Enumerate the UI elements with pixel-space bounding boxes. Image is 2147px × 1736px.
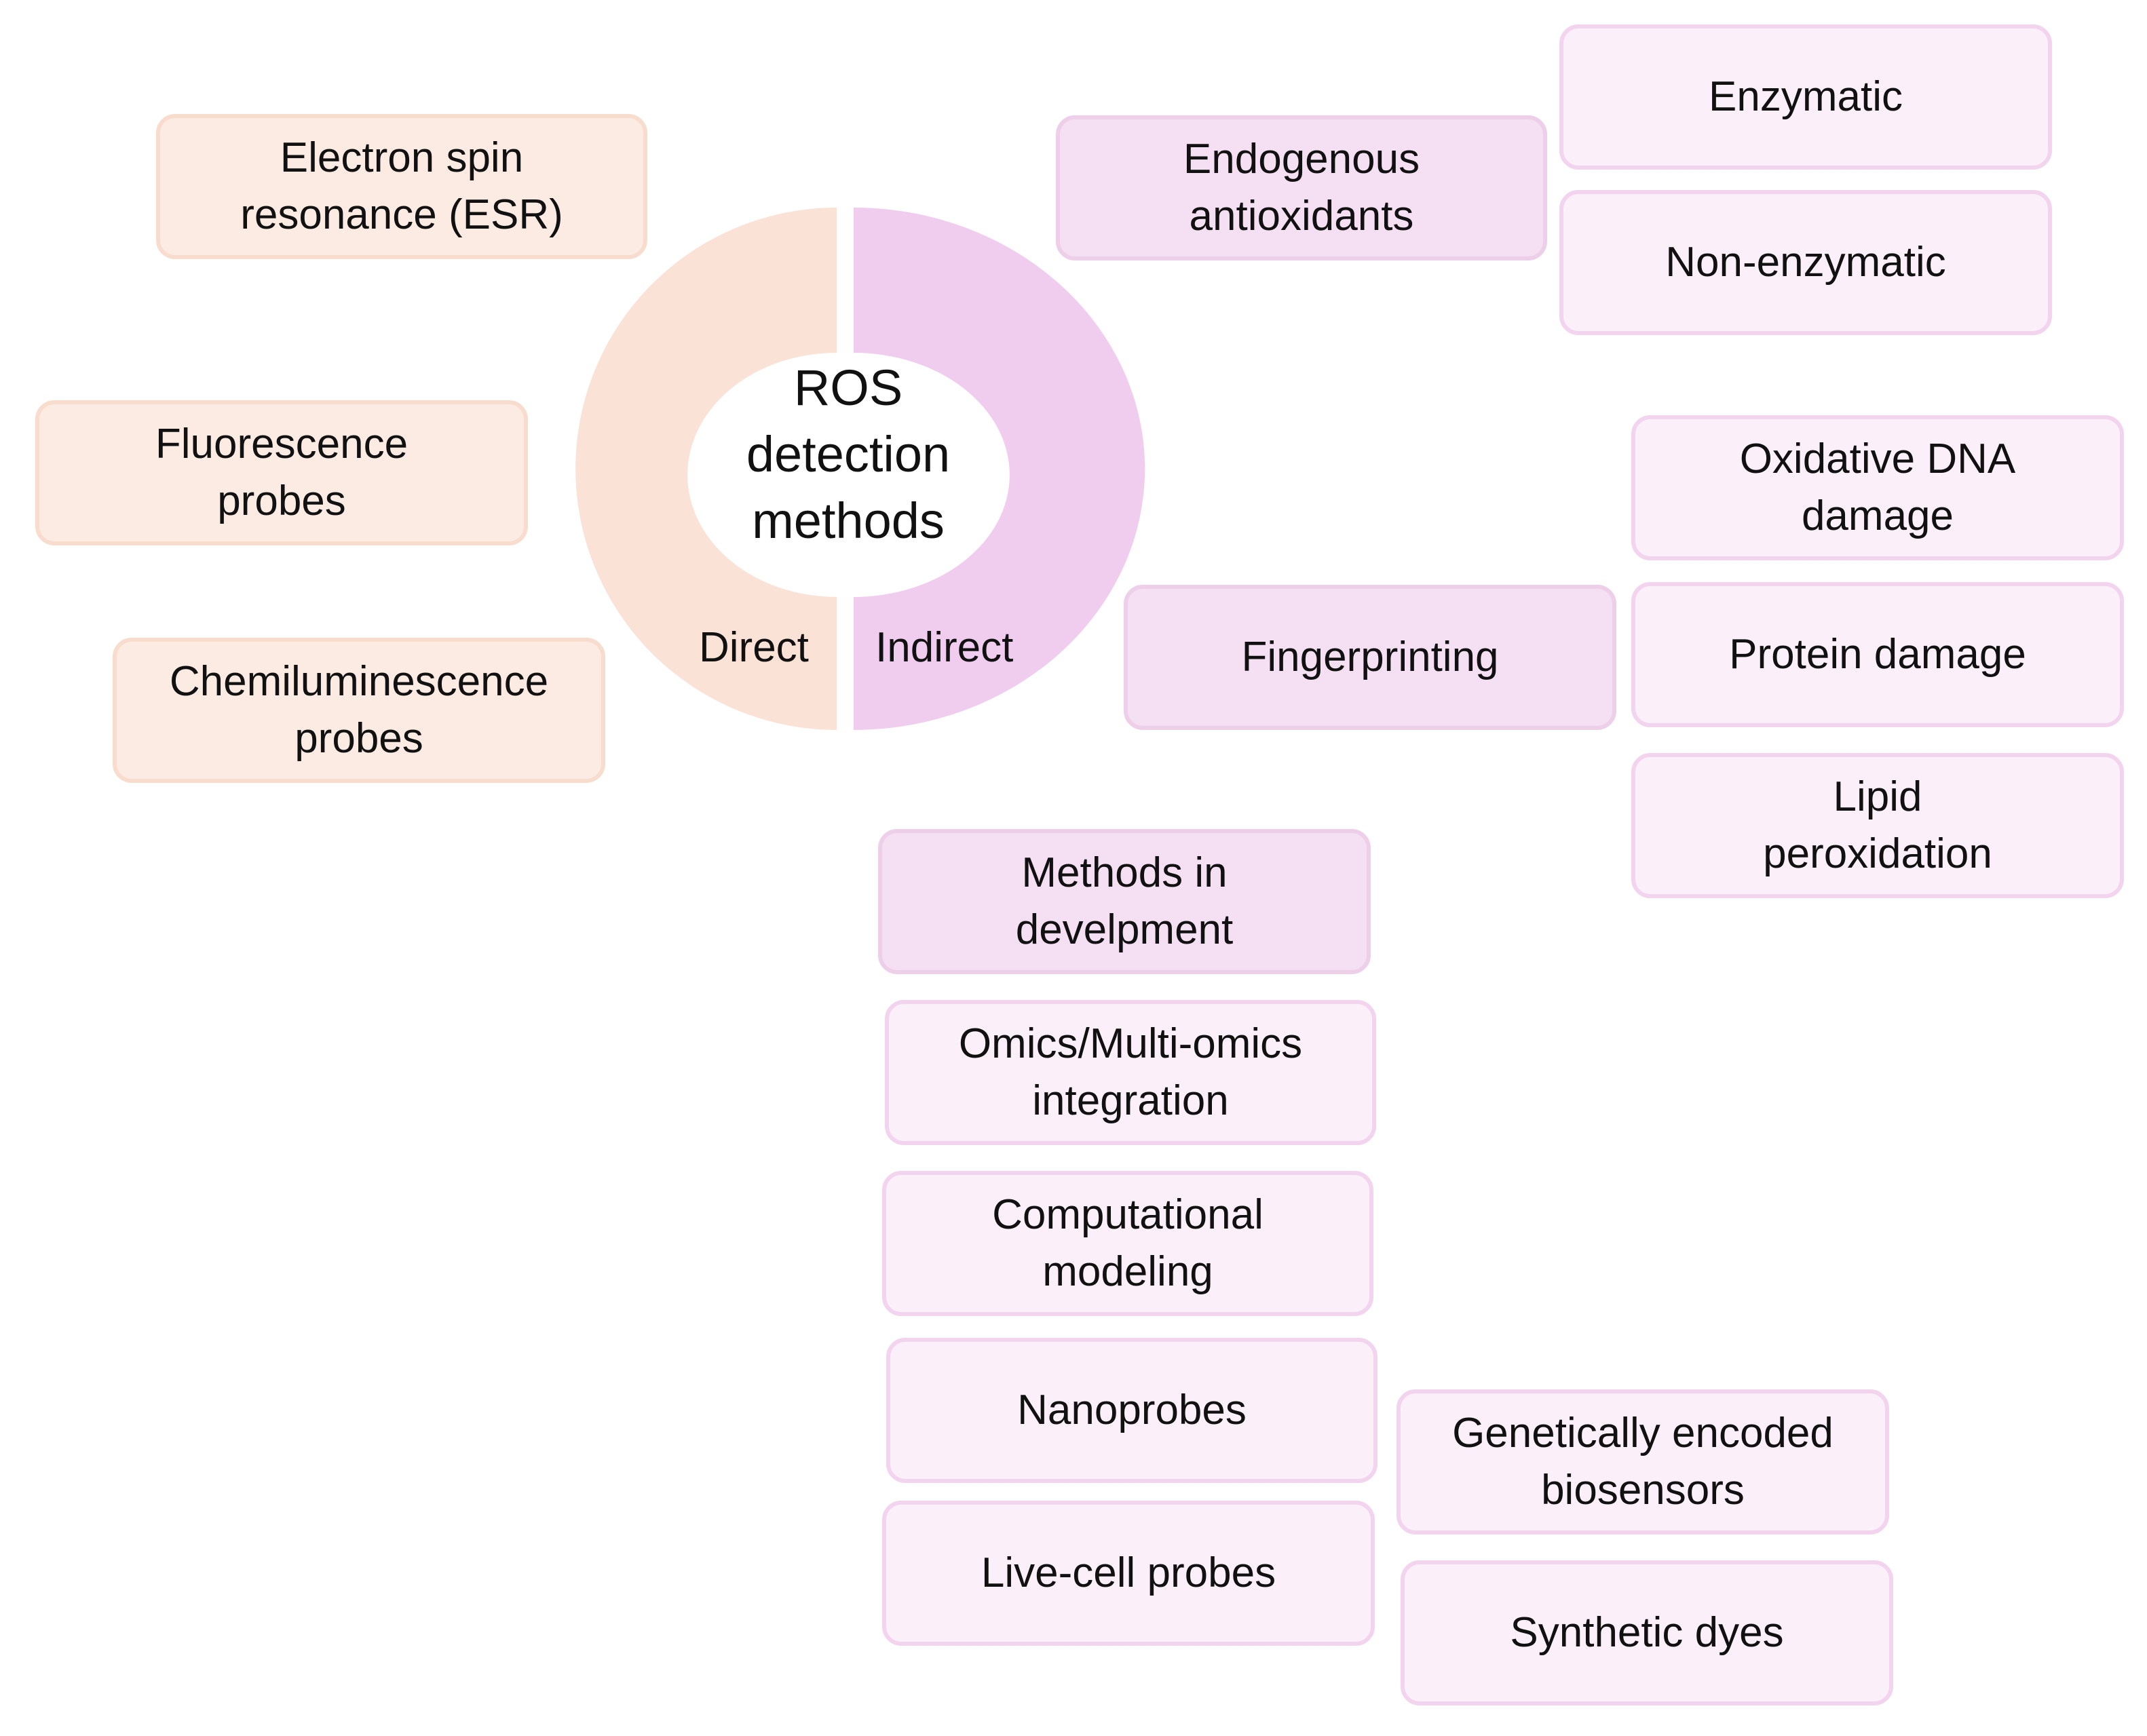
oxidative-dna-damage-box: Oxidative DNA damage	[1631, 415, 2124, 560]
center-title: ROS detection methods	[746, 360, 951, 549]
direct-half-ring	[575, 208, 837, 730]
indirect-label: Indirect	[875, 624, 1014, 671]
live-cell-probes-box: Live-cell probes	[882, 1501, 1375, 1646]
endogenous-antioxidants-box: Endogenous antioxidants	[1056, 115, 1547, 261]
omics-integration-box: Omics/Multi-omics integration	[885, 1000, 1376, 1145]
fingerprinting-box: Fingerprinting	[1124, 585, 1616, 730]
chemiluminescence-probes-box: Chemiluminescence probes	[113, 638, 605, 783]
enzymatic-box: Enzymatic	[1559, 24, 2052, 170]
methods-in-development-box: Methods in develpment	[878, 829, 1371, 974]
computational-modeling-box: Computational modeling	[882, 1171, 1373, 1316]
direct-label: Direct	[699, 624, 809, 671]
non-enzymatic-box: Non-enzymatic	[1559, 190, 2052, 335]
synthetic-dyes-box: Synthetic dyes	[1401, 1560, 1893, 1705]
lipid-peroxidation-box: Lipid peroxidation	[1631, 753, 2124, 898]
indirect-half-ring	[854, 208, 1145, 730]
protein-damage-box: Protein damage	[1631, 582, 2124, 727]
genetically-encoded-biosensors-box: Genetically encoded biosensors	[1396, 1389, 1889, 1535]
esr-method-box: Electron spin resonance (ESR)	[156, 114, 647, 259]
nanoprobes-box: Nanoprobes	[886, 1338, 1378, 1483]
fluorescence-probes-box: Fluorescence probes	[35, 400, 528, 545]
